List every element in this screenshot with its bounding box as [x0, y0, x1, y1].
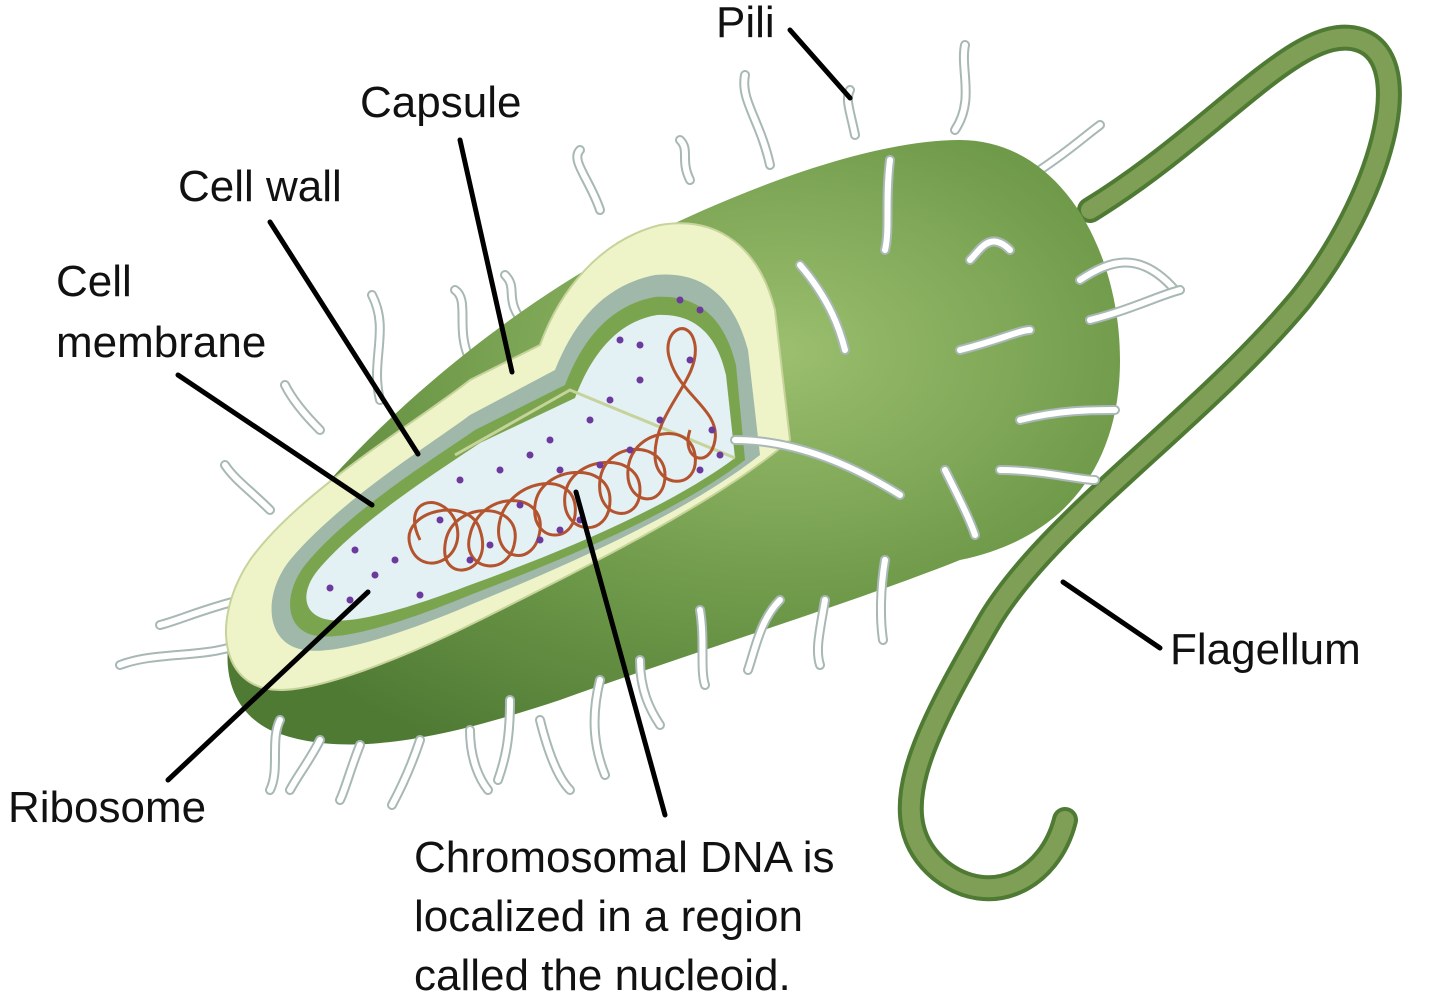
pilus: [452, 287, 473, 363]
pilus: [495, 697, 513, 783]
ribosome-dot: [636, 376, 644, 384]
pili-label: Pili: [716, 0, 775, 47]
ribosome-dot: [696, 306, 704, 314]
ribosome-dot: [526, 451, 534, 459]
ribosome-dot: [676, 296, 684, 304]
pilus: [967, 238, 1013, 263]
ribosome-dot: [516, 501, 524, 509]
cytoplasm: [306, 314, 735, 621]
pilus: [877, 557, 888, 643]
cell-membrane-leader: [175, 372, 375, 508]
nucleoid-dna: [407, 327, 717, 572]
ribosome-dot: [696, 466, 704, 474]
ribosome-dot: [536, 536, 544, 544]
pilus: [282, 382, 323, 433]
cutaway-section: [225, 222, 792, 692]
pilus: [997, 467, 1098, 483]
pilus: [574, 147, 603, 213]
pilus: [1077, 259, 1178, 293]
ribosome-dot: [556, 466, 564, 474]
pilus: [287, 737, 323, 793]
cell-membrane-label-line2: membrane: [56, 318, 266, 367]
pilus: [467, 727, 491, 793]
ribosome-leader: [165, 589, 371, 783]
capsule-leader: [457, 137, 515, 375]
ribosome-dot: [596, 461, 604, 469]
labels: Pili Capsule Cell wall Cell membrane Rib…: [8, 0, 1361, 1000]
flagellum-leader: [1060, 579, 1163, 651]
ribosome-dot: [346, 596, 354, 604]
pilus: [677, 137, 693, 183]
nucleoid-label-line1: Chromosomal DNA is: [414, 833, 835, 882]
ribosome-dot: [486, 541, 494, 549]
pilus: [732, 437, 903, 498]
pilus: [882, 157, 893, 253]
pilus: [267, 717, 283, 793]
flagellum: [897, 24, 1402, 902]
nucleoid-label-line3: called the nucleoid.: [414, 951, 791, 1000]
pilus: [745, 597, 783, 673]
nucleoid-leader: [573, 489, 668, 818]
ribosome-dot: [716, 451, 724, 459]
pilus: [157, 597, 243, 628]
pilus: [797, 262, 848, 353]
pilus: [637, 657, 663, 728]
ribosome-dot: [606, 396, 614, 404]
pilus: [697, 607, 708, 688]
pilus: [591, 677, 608, 778]
flagellum-label: Flagellum: [1170, 625, 1361, 674]
ribosome-dot: [656, 416, 664, 424]
capsule-label: Capsule: [360, 78, 521, 127]
ribosome-dot: [546, 436, 554, 444]
ribosome-dot: [586, 416, 594, 424]
pilus: [942, 467, 978, 538]
pilus: [222, 462, 273, 513]
pilus: [1017, 407, 1118, 423]
ribosome-dot: [456, 476, 464, 484]
ribosomes: [326, 296, 724, 604]
ribosome-dot: [556, 526, 564, 534]
ribosome-dot: [351, 546, 359, 554]
pilus: [741, 72, 773, 168]
pilus: [537, 717, 573, 793]
ribosome-dot: [686, 356, 694, 364]
ribosome-dot: [391, 556, 399, 564]
ribosome-dot: [326, 584, 334, 592]
pilus: [814, 597, 828, 668]
pilus: [1087, 287, 1183, 323]
ribosome-dot: [626, 446, 634, 454]
pili-group-front: [265, 155, 1185, 810]
chromosomal-dna: [407, 327, 717, 572]
ribosome-dot: [496, 466, 504, 474]
ribosome-dot: [708, 426, 716, 434]
ribosome-label: Ribosome: [8, 783, 206, 832]
pilus: [844, 87, 858, 138]
ribosome-dot: [466, 556, 474, 564]
cell-membrane-label-line1: Cell: [56, 257, 132, 306]
ribosome-dot: [371, 571, 379, 579]
leader-lines: [165, 27, 1163, 818]
nucleoid-label-line2: localized in a region: [414, 892, 803, 941]
pilus: [957, 327, 1033, 353]
ribosome-dot: [636, 341, 644, 349]
pilus: [1037, 122, 1103, 173]
ribosome-dot: [416, 591, 424, 599]
cell-wall-label: Cell wall: [178, 162, 342, 211]
pilus: [337, 742, 363, 803]
pilus: [952, 42, 969, 133]
ribosome-dot: [616, 336, 624, 344]
pili-leader: [787, 27, 853, 101]
cell-wall-leader: [267, 219, 421, 457]
ribosome-dot: [436, 516, 444, 524]
pilus: [389, 737, 423, 808]
